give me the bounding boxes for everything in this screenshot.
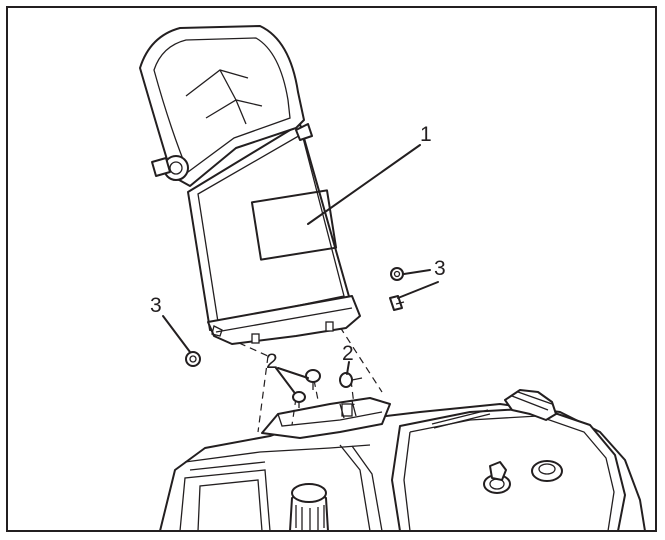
callout-3-left-label: 3 bbox=[150, 294, 162, 317]
callout-1-label: 1 bbox=[420, 123, 432, 146]
hex-bolt-right bbox=[389, 295, 405, 311]
callout-2-left-label: 2 bbox=[266, 350, 278, 373]
callout-2-right-label: 2 bbox=[342, 342, 354, 365]
hex-nut-left bbox=[185, 351, 201, 367]
machine-housing bbox=[159, 389, 646, 532]
chute-band-tabs bbox=[211, 321, 334, 344]
alignment-lines bbox=[227, 326, 383, 433]
chute-base-collar bbox=[261, 397, 391, 439]
carriage-bolt-right bbox=[339, 372, 363, 388]
fuel-cap bbox=[289, 483, 329, 532]
hex-nut-right bbox=[390, 267, 404, 281]
carriage-bolt-left-upper bbox=[305, 369, 321, 390]
callout-leaders bbox=[162, 144, 439, 393]
callout-3-right-label: 3 bbox=[434, 257, 446, 280]
chute-label-plate bbox=[250, 189, 338, 261]
primer-button bbox=[531, 460, 563, 482]
carriage-bolt-left-lower bbox=[292, 391, 306, 408]
chute-deflector bbox=[139, 25, 361, 345]
ignition-key bbox=[483, 461, 511, 494]
